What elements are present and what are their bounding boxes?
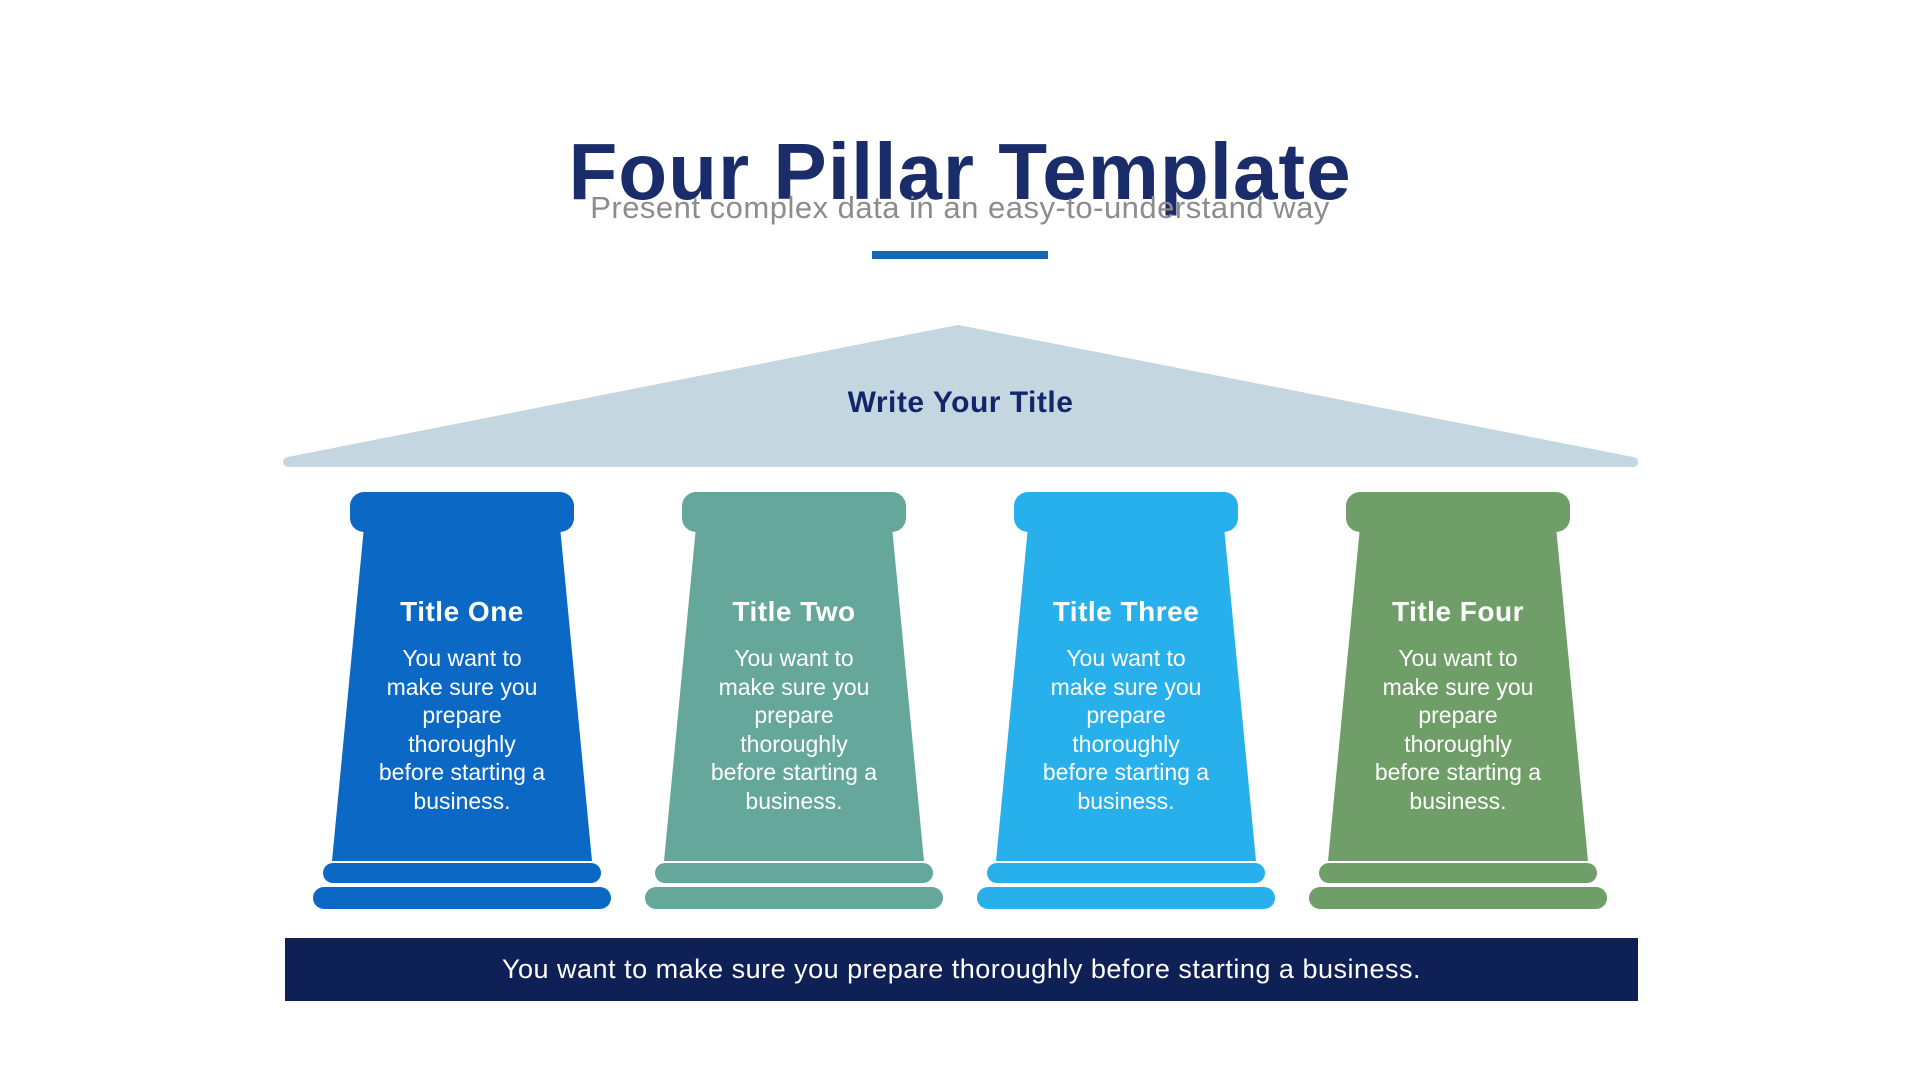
pillar-three-shaft: Title Three You want to make sure you pr… <box>996 516 1256 861</box>
pillar-one-base-upper <box>323 863 601 883</box>
pillar-four-shaft: Title Four You want to make sure you pre… <box>1328 516 1588 861</box>
pillar-three-title: Title Three <box>1052 596 1200 627</box>
pillar-two-base-lower <box>645 887 943 909</box>
page-subtitle: Present complex data in an easy-to-under… <box>590 190 1330 225</box>
pillar-two-shaft: Title Two You want to make sure you prep… <box>664 516 924 861</box>
pillar-three-base-lower <box>977 887 1275 909</box>
roof-triangle <box>283 325 1638 467</box>
pillar-four-base-upper <box>1319 863 1597 883</box>
pillar-four-title: Title Four <box>1391 596 1525 627</box>
roof-shape <box>283 325 1638 467</box>
pillar-one: Title One You want to make sure you prep… <box>313 490 611 910</box>
pillar-one-shaft: Title One You want to make sure you prep… <box>332 516 592 861</box>
pillar-three-body: You want to make sure you prepare thorou… <box>1042 645 1210 814</box>
page-title: Four Pillar Template <box>568 126 1352 216</box>
pillar-one-body: You want to make sure you prepare thorou… <box>378 645 546 814</box>
pillar-one-base-lower <box>313 887 611 909</box>
pillar-two-title: Title Two <box>732 596 856 627</box>
pillar-four: Title Four You want to make sure you pre… <box>1309 490 1607 910</box>
roof-triangle-svg <box>283 325 1638 467</box>
pillar-two-body: You want to make sure you prepare thorou… <box>710 645 878 814</box>
pillar-four-base-lower <box>1309 887 1607 909</box>
roof-title-label: Write Your Title <box>847 386 1074 419</box>
pillar-two-base-upper <box>655 863 933 883</box>
pillar-three: Title Three You want to make sure you pr… <box>977 490 1275 910</box>
footer-bar: You want to make sure you prepare thorou… <box>285 938 1638 1001</box>
pillar-one-title: Title One <box>400 596 524 627</box>
pillar-two: Title Two You want to make sure you prep… <box>645 490 943 910</box>
footer-text: You want to make sure you prepare thorou… <box>501 954 1422 984</box>
title-divider <box>872 251 1048 259</box>
pillar-three-base-upper <box>987 863 1265 883</box>
pillar-four-body: You want to make sure you prepare thorou… <box>1374 645 1542 814</box>
